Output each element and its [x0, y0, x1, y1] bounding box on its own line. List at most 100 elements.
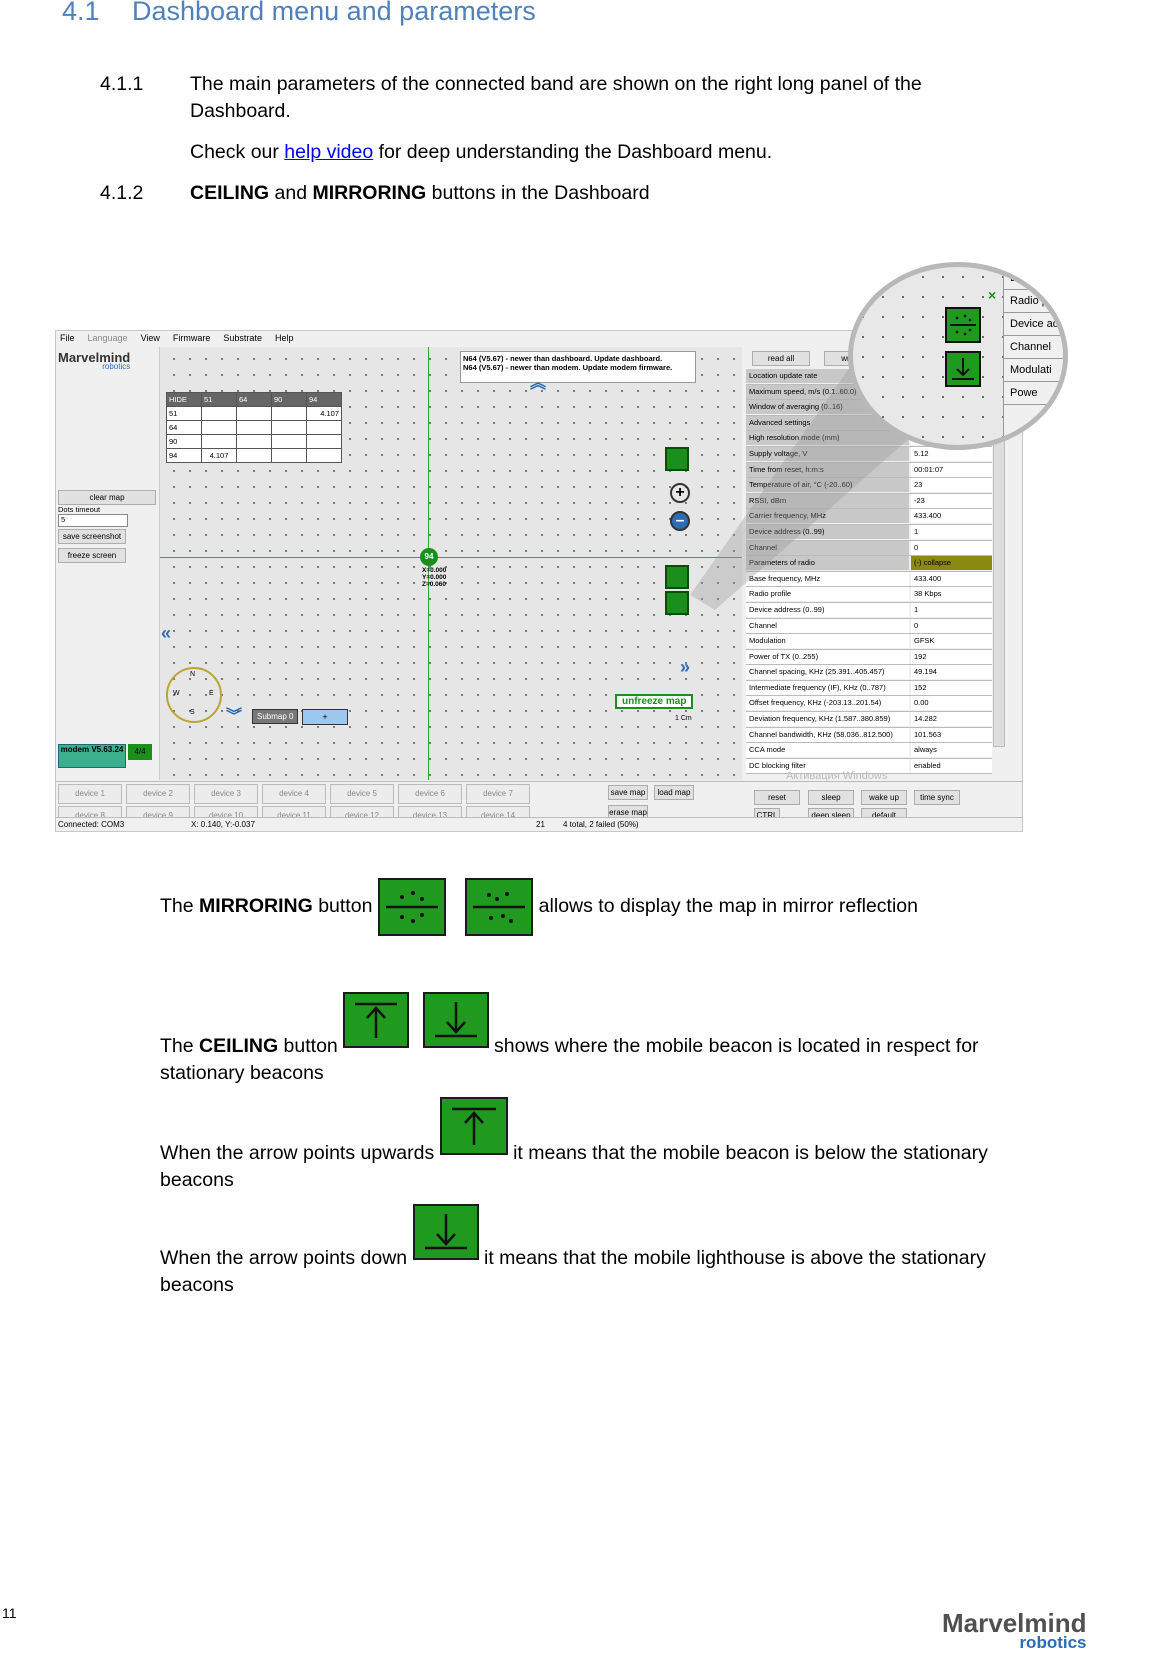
time-sync-button[interactable]: time sync	[914, 790, 960, 805]
menu-view[interactable]: View	[140, 333, 160, 343]
parameter-row[interactable]: Deviation frequency, KHz (1.587..380.859…	[746, 712, 992, 728]
chevron-down-icon[interactable]: ︾	[226, 708, 243, 725]
submap-label[interactable]: Submap 0	[252, 709, 299, 724]
parameter-row[interactable]: Intermediate frequency (IF), KHz (0..787…	[746, 680, 992, 697]
chevron-left-icon[interactable]: «	[161, 623, 172, 643]
menu-help[interactable]: Help	[274, 333, 294, 343]
save-map-button[interactable]: save map	[608, 785, 648, 800]
reset-button[interactable]: reset	[754, 790, 800, 805]
parameter-value[interactable]: -23	[911, 493, 992, 508]
parameter-row[interactable]: Device address (0..99)1	[746, 524, 992, 541]
parameter-value[interactable]: GFSK	[911, 634, 992, 649]
down-line: When the arrow points down it means that…	[160, 1203, 1060, 1299]
parameter-value[interactable]: 5.12	[911, 446, 992, 461]
clear-map-button[interactable]: clear map	[58, 490, 156, 505]
watermark: Активация Windows	[786, 770, 888, 782]
menu-substrate[interactable]: Substrate	[223, 333, 262, 343]
freeze-screen-button[interactable]: freeze screen	[58, 548, 126, 563]
help-video-link[interactable]: help video	[284, 141, 374, 163]
load-map-button[interactable]: load map	[654, 785, 694, 800]
parameter-row[interactable]: Channel bandwidth, KHz (58.036..812.500)…	[746, 727, 992, 744]
subsection-number-411: 4.1.1	[100, 73, 144, 95]
parameter-value[interactable]: 0.00	[911, 696, 992, 711]
expand-icon[interactable]	[665, 447, 689, 471]
arrow-down-icon	[412, 1203, 479, 1260]
zoom-in-icon[interactable]: +	[670, 483, 690, 503]
mirroring-small-icon[interactable]	[665, 565, 689, 589]
menu-firmware[interactable]: Firmware	[172, 333, 211, 343]
table-cell	[201, 434, 237, 449]
parameter-value[interactable]: 23	[911, 478, 992, 493]
notice-line-1: N64 (V5.67) - newer than dashboard. Upda…	[463, 354, 663, 363]
table-hide[interactable]: HIDE	[166, 392, 202, 407]
unfreeze-map-button[interactable]: unfreeze map	[615, 694, 694, 709]
parameter-row[interactable]: Parameters of radio(-) collapse	[746, 556, 992, 572]
parameter-value[interactable]: 101.563	[911, 727, 992, 742]
parameter-value[interactable]: 433.400	[911, 571, 992, 586]
add-submap-button[interactable]: +	[302, 709, 348, 725]
parameter-key: Channel spacing, KHz (25.391..405.457)	[746, 665, 909, 680]
menu-language[interactable]: Language	[87, 333, 128, 343]
parameter-value[interactable]: 192	[911, 649, 992, 664]
map-area[interactable]: N64 (V5.67) - newer than dashboard. Upda…	[160, 347, 742, 780]
device-slot[interactable]: device 2	[126, 784, 190, 804]
parameter-value[interactable]: 49.194	[911, 665, 992, 680]
read-all-button[interactable]: read all	[752, 351, 810, 366]
parameter-value[interactable]: enabled	[911, 758, 992, 773]
ceiling-down-icon	[422, 991, 489, 1048]
footer-logo-sub: robotics	[1019, 1633, 1087, 1652]
parameter-row[interactable]: RSSI, dBm-23	[746, 493, 992, 510]
ceiling-small-icon[interactable]	[665, 591, 689, 615]
chevron-right-icon[interactable]: »	[680, 657, 691, 677]
zoom-out-icon[interactable]: –	[670, 511, 690, 531]
dots-timeout-input[interactable]: 5	[58, 514, 128, 527]
table-cell	[306, 420, 342, 435]
table-cell	[201, 406, 237, 421]
notice-line-2: N64 (V5.67) - newer than modem. Update m…	[463, 363, 673, 372]
sleep-button[interactable]: sleep	[808, 790, 854, 805]
parameter-value[interactable]: 152	[911, 680, 992, 695]
chevron-up-icon[interactable]: ︽	[530, 375, 547, 392]
parameter-row[interactable]: Device address (0..99)1	[746, 602, 992, 619]
device-slot[interactable]: device 1	[58, 784, 122, 804]
save-screenshot-button[interactable]: save screenshot	[58, 529, 126, 544]
device-slot[interactable]: device 5	[330, 784, 394, 804]
parameter-row[interactable]: Offset frequency, KHz (-203.13..201.54)0…	[746, 696, 992, 713]
magnifier-panel: Base f Radio pro Device ad Channel Modul…	[1003, 267, 1063, 445]
beacon-marker[interactable]: 94	[420, 548, 438, 566]
parameter-value[interactable]: 433.400	[911, 509, 992, 524]
parameter-value[interactable]: (-) collapse	[911, 556, 992, 571]
table-header: 90	[271, 392, 307, 407]
wake-up-button[interactable]: wake up	[861, 790, 907, 805]
menu-file[interactable]: File	[60, 333, 75, 343]
parameter-row[interactable]: Channel spacing, KHz (25.391..405.457)49…	[746, 665, 992, 681]
device-slot[interactable]: device 6	[398, 784, 462, 804]
parameter-row[interactable]: Power of TX (0..255)192	[746, 649, 992, 666]
parameter-value[interactable]: 1	[911, 524, 992, 539]
device-slot[interactable]: device 3	[194, 784, 258, 804]
parameter-value[interactable]: 38 Kbps	[911, 587, 992, 602]
parameter-value[interactable]: 0	[911, 618, 992, 633]
device-slot[interactable]: device 7	[466, 784, 530, 804]
parameter-value[interactable]: 1	[911, 602, 992, 617]
mag-item: Channel	[1004, 336, 1063, 359]
parameter-row[interactable]: Temperature of air, °C (-20..60)23	[746, 478, 992, 494]
parameter-value[interactable]: 14.282	[911, 712, 992, 727]
table-cell	[306, 434, 342, 449]
parameter-value[interactable]: 0	[911, 540, 992, 555]
parameter-value[interactable]: always	[911, 743, 992, 758]
parameter-value[interactable]: 00:01:07	[911, 462, 992, 477]
page-number: 11	[2, 1605, 17, 1621]
device-slot[interactable]: device 4	[262, 784, 326, 804]
